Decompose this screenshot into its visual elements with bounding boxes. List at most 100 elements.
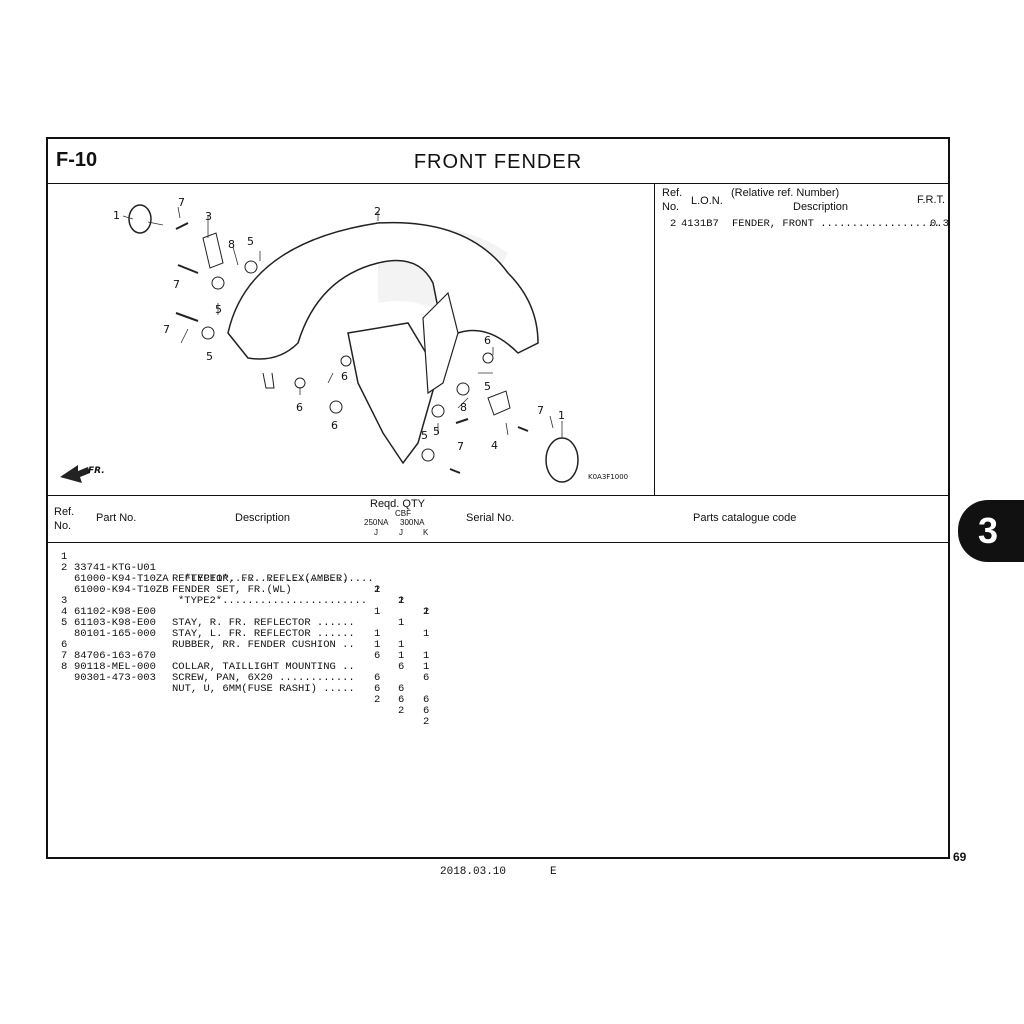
part-desc: NUT, U, 6MM(FUSE RASHI) ..... [172, 683, 355, 695]
part-ref: 6 [61, 639, 68, 651]
qty-250: 1 [374, 628, 381, 640]
callout-7: 7 [178, 196, 185, 209]
parts-row: 1 33741-KTG-U01 REFLECTOR, FR. REFLEX(AM… [48, 541, 429, 618]
part-number: 84706-163-670 [74, 650, 156, 662]
part-desc: SCREW, PAN, 6X20 ............ [172, 672, 355, 684]
parts-row: 7 90118-MEL-000 SCREW, PAN, 6X20 .......… [48, 640, 429, 717]
parts-row: *TYPE1*....................... 1 1 1 [48, 563, 430, 618]
callout-5: 5 [247, 235, 254, 248]
parts-row: 61000-K94-T10ZB *TYPE2*.................… [48, 574, 429, 640]
section-tab[interactable]: 3 [958, 500, 1024, 562]
qty-300k: 6 [423, 705, 430, 717]
part-number: 80101-165-000 [74, 628, 156, 640]
qty-300j: 6 [398, 694, 405, 706]
reflector-left [128, 204, 152, 234]
frt-no-header: No. [662, 201, 680, 213]
callout-7c: 7 [163, 323, 170, 336]
v300-header: 300NA [400, 518, 425, 527]
no-header: No. [54, 520, 72, 532]
page-number: 69 [953, 850, 967, 864]
part-desc: *TYPE2*....................... [178, 595, 368, 607]
qty-300j: 1 [398, 639, 405, 651]
direction-arrow-icon [60, 465, 90, 483]
part-desc: REFLECTOR, FR. REFLEX(AMBER) [172, 573, 349, 585]
frt-row-ref: 2 [670, 218, 677, 230]
catalogue-page: F-10 FRONT FENDER [46, 137, 950, 859]
page-header: F-10 FRONT FENDER [48, 139, 948, 184]
qty-300k: 1 [423, 606, 430, 618]
callout-5e: 5 [433, 425, 440, 438]
callout-7d: 7 [537, 404, 544, 417]
part-ref: 5 [61, 617, 68, 629]
part-desc: STAY, R. FR. REFLECTOR ...... [172, 617, 355, 629]
qty-300k: 2 [423, 716, 430, 728]
part-number: 90301-473-003 [74, 672, 156, 684]
parts-row: 4 61103-K98-E00 STAY, L. FR. REFLECTOR .… [48, 596, 429, 673]
print-date: 2018.03.10 [440, 866, 507, 878]
frt-row-lon: 4131B7 [681, 218, 719, 230]
exploded-diagram: 1 7 3 8 5 7 5 7 5 2 6 6 6 6 5 8 5 7 7 4 [48, 183, 655, 495]
part-desc: RUBBER, RR. FENDER CUSHION .. [172, 639, 355, 651]
qty-250: 6 [374, 650, 381, 662]
part-ref: 3 [61, 595, 68, 607]
image-code: K0A3F1000 [588, 473, 628, 481]
qty-300k: 1 [423, 661, 430, 673]
qty-300k: 1 [423, 650, 430, 662]
frt-ref-header: Ref. [662, 187, 683, 199]
reqd-qty-header: Reqd. QTY [370, 498, 426, 510]
qty-300j: 6 [398, 661, 405, 673]
serial-header: Serial No. [466, 512, 515, 524]
part-no-header: Part No. [96, 512, 137, 524]
part-number: 61103-K98-E00 [74, 617, 156, 629]
language-code: E [550, 866, 557, 878]
qty-300j: 1 [398, 650, 405, 662]
frt-frt-header: F.R.T. [917, 194, 946, 206]
description-header: Description [235, 512, 291, 524]
part-desc: *TYPE1*....................... [172, 573, 374, 585]
callout-6b: 6 [296, 401, 303, 414]
part-ref: 8 [61, 661, 68, 673]
qty-300j: 2 [398, 595, 405, 607]
parts-row: 6 84706-163-670 COLLAR, TAILLIGHT MOUNTI… [48, 629, 429, 706]
part-number: 61000-K94-T10ZA [74, 573, 169, 585]
fender-diagram-svg: 1 7 3 8 5 7 5 7 5 2 6 6 6 6 5 8 5 7 7 4 [60, 196, 628, 483]
k-header: K [423, 528, 429, 537]
part-desc: COLLAR, TAILLIGHT MOUNTING .. [172, 661, 355, 673]
part-desc: STAY, L. FR. REFLECTOR ...... [172, 628, 355, 640]
qty-300j: 6 [398, 683, 405, 695]
qty-250: 1 [374, 606, 381, 618]
callout-6c: 6 [331, 419, 338, 432]
section-code: F-10 [56, 149, 98, 171]
frt-row-frt: 0.3 [930, 218, 949, 230]
qty-250: 2 [374, 584, 381, 596]
page-title: FRONT FENDER [413, 151, 583, 173]
part-ref: 2 [61, 562, 68, 574]
direction-label: FR. [88, 466, 105, 476]
callout-5f: 5 [421, 429, 428, 442]
qty-300k: 1 [423, 628, 430, 640]
ref-header: Ref. [54, 506, 75, 518]
parts-row: 5 80101-165-000 RUBBER, RR. FENDER CUSHI… [48, 607, 429, 684]
callout-8: 8 [228, 238, 235, 251]
callout-6: 6 [341, 370, 348, 383]
callout-1: 1 [113, 209, 120, 222]
callout-5b: 5 [215, 303, 222, 316]
part-number: 61102-K98-E00 [74, 606, 156, 618]
j1-header: J [374, 528, 378, 537]
callout-2: 2 [374, 205, 381, 218]
qty-250: 1 [374, 584, 381, 596]
qty-300k: 6 [423, 694, 430, 706]
qty-300j: 1 [398, 617, 405, 629]
qty-250: 6 [374, 683, 381, 695]
fender-shape [227, 221, 539, 360]
catalogue-header: Parts catalogue code [693, 512, 797, 524]
part-ref: 4 [61, 606, 68, 618]
frt-rel-header: (Relative ref. Number) [731, 187, 840, 199]
part-number: 61000-K94-T10ZB [74, 584, 169, 596]
qty-300j: 1 [398, 595, 405, 607]
parts-row: 3 61102-K98-E00 STAY, R. FR. REFLECTOR .… [48, 585, 429, 662]
reflector-right [545, 437, 579, 483]
parts-table-header: Ref. No. Part No. Description Reqd. QTY … [48, 495, 948, 543]
parts-row: 8 90301-473-003 NUT, U, 6MM(FUSE RASHI) … [48, 651, 429, 728]
qty-300j: 2 [398, 705, 405, 717]
